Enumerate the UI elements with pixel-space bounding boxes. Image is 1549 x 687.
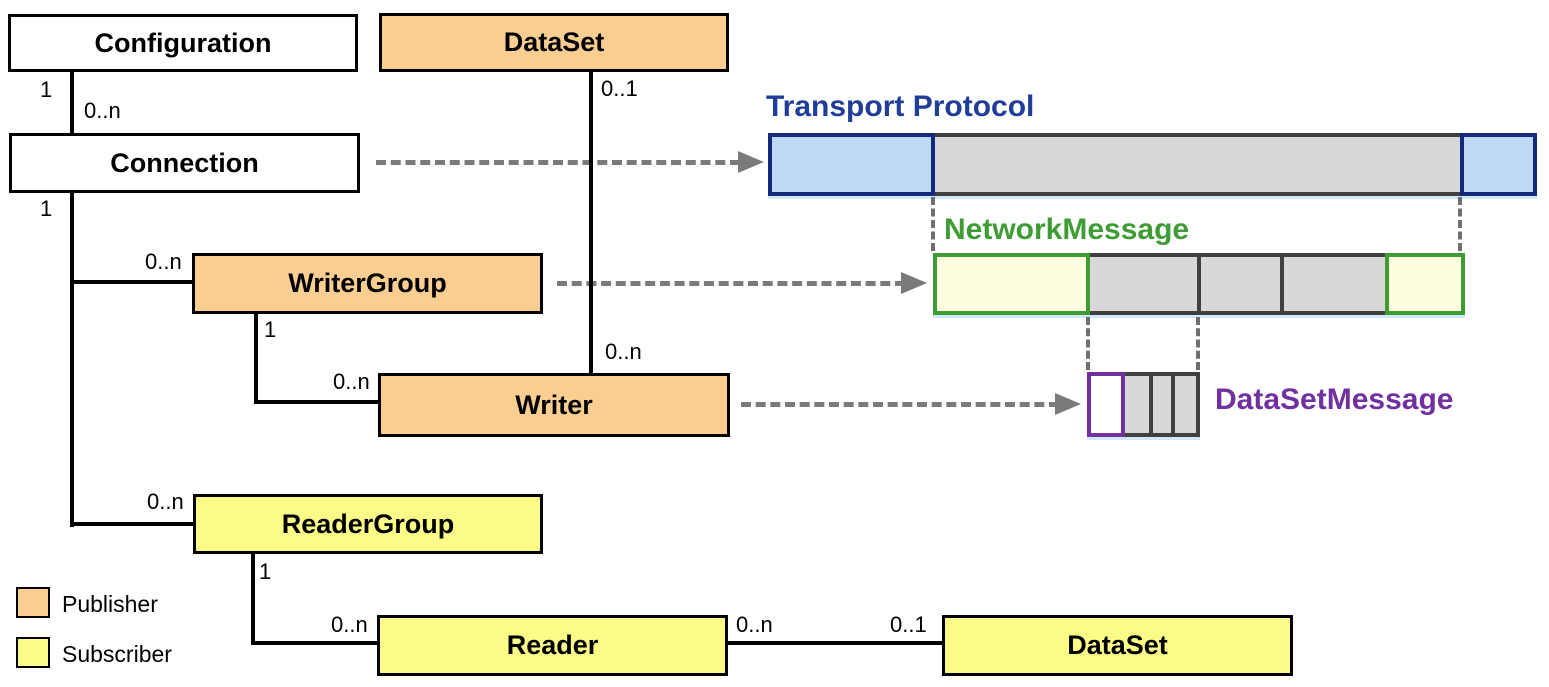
class-box-label: Configuration [94,27,272,58]
connector-writergroup-writer [254,400,382,404]
multiplicity-label: 0..1 [601,76,638,101]
bar-shadow [1087,437,1200,440]
network-payload-segment [1280,253,1389,315]
dashed-link-network-dataset-left [1086,317,1090,370]
datasetmessage-field-segment [1171,372,1200,437]
class-box-writer: Writer [378,373,730,437]
dashed-link-transport-network-left [931,197,935,251]
class-box-writergroup: WriterGroup [192,253,543,314]
class-box-readergroup: ReaderGroup [193,494,543,554]
transport-protocol-bar [768,133,1537,199]
connector-reader-dataset [726,641,944,645]
network-header-segment [933,253,1090,315]
connector-readergroup-down [251,552,255,645]
multiplicity-label: 1 [264,317,277,342]
multiplicity-label: 0..n [331,612,368,637]
class-box-configuration: Configuration [8,14,358,72]
writergroup-to-networkmessage-arrowhead-icon [901,272,927,294]
connection-to-transport-arrow [376,160,740,165]
class-box-label: DataSet [1067,630,1168,660]
multiplicity-label: 1 [40,196,53,221]
bar-shadow [933,315,1465,318]
multiplicity-label: 1 [40,77,53,102]
class-box-label: Connection [110,147,259,178]
class-box-connection: Connection [9,133,360,193]
class-box-label: Reader [506,630,599,660]
transport-footer-segment [1460,133,1537,196]
multiplicity-label: 0..n [736,612,773,637]
class-box-label: ReaderGroup [281,508,455,539]
network-payload-segment [1197,253,1284,315]
legend-swatch-publisher [16,587,50,618]
datasetmessage-heading: DataSetMessage [1215,383,1454,416]
connector-writergroup-down [254,312,258,404]
dashed-link-transport-network-right [1458,197,1462,251]
class-box-dataset-bottom: DataSet [942,615,1293,676]
network-footer-segment [1385,253,1465,315]
bar-shadow [768,196,1537,199]
network-message-bar [933,253,1465,318]
writergroup-to-networkmessage-arrow [557,281,905,286]
datasetmessage-header-segment [1087,372,1125,437]
network-payload-segment [1086,253,1201,315]
class-box-label: WriterGroup [288,268,447,298]
connector-configuration-connection [70,72,74,134]
connection-to-transport-arrowhead-icon [738,151,764,173]
class-box-reader: Reader [377,615,728,676]
multiplicity-label: 0..n [605,339,642,364]
multiplicity-label: 0..n [333,369,370,394]
multiplicity-label: 0..1 [890,612,927,637]
multiplicity-label: 0..n [145,249,182,274]
legend-label-publisher: Publisher [62,591,158,617]
transport-header-segment [768,133,935,196]
writer-to-datasetmessage-arrowhead-icon [1055,393,1081,415]
class-box-label: DataSet [503,27,605,57]
dashed-link-network-dataset-right [1196,317,1200,370]
multiplicity-label: 0..n [147,489,184,514]
connector-branch-writergroup [70,280,194,284]
transport-protocol-heading: Transport Protocol [766,90,1035,123]
connector-readergroup-reader [251,641,381,645]
networkmessage-heading: NetworkMessage [944,213,1190,246]
connector-dataset-writer [589,71,593,375]
writer-to-datasetmessage-arrow [741,402,1059,407]
legend-swatch-subscriber [16,637,50,668]
class-box-dataset-top: DataSet [379,13,729,72]
transport-payload-segment [931,133,1464,196]
legend-label-subscriber: Subscriber [62,641,172,667]
dataset-message-bar [1087,372,1200,440]
class-box-label: Writer [515,389,593,420]
multiplicity-label: 1 [259,559,272,584]
multiplicity-label: 0..n [84,98,121,123]
connector-connection-trunk [70,191,74,527]
connector-branch-readergroup [70,522,196,526]
